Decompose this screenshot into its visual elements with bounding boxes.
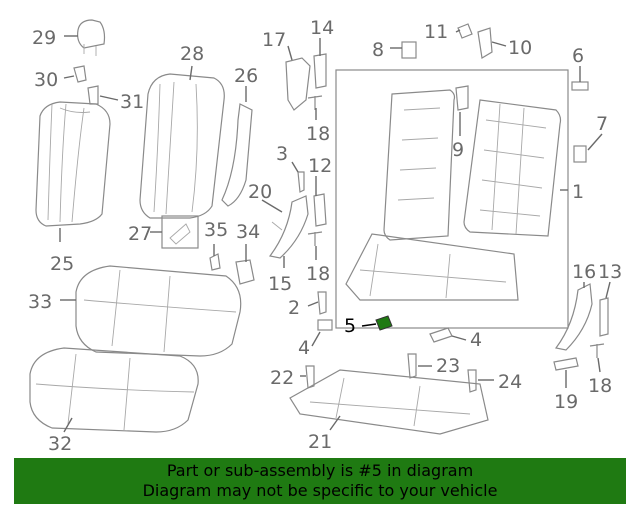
- callout-24: 24: [498, 371, 522, 393]
- callout-25: 25: [50, 253, 74, 275]
- part-pad-19: [553, 357, 579, 371]
- part-cap-6: [571, 81, 589, 91]
- callout-14: 14: [310, 17, 334, 39]
- part-latch-9: [455, 85, 469, 111]
- callout-12: 12: [308, 155, 332, 177]
- part-bolt-22: [305, 365, 315, 389]
- callout-10: 10: [508, 37, 532, 59]
- part-bolt-18-mid: [307, 231, 323, 246]
- callout-18-top: 18: [306, 123, 330, 145]
- callout-8: 8: [372, 39, 384, 61]
- part-seat-cushion-pad: [29, 347, 199, 433]
- callout-11: 11: [424, 21, 448, 43]
- part-latch-27: [161, 215, 199, 249]
- part-bolt-2: [317, 291, 327, 315]
- part-headrest-guide-30: [73, 65, 87, 83]
- callout-4-left: 4: [298, 337, 310, 359]
- part-underbody-panel-21: [289, 369, 489, 435]
- callout-17: 17: [262, 29, 286, 51]
- callout-30: 30: [34, 69, 58, 91]
- part-bracket-13: [599, 297, 609, 337]
- part-side-cover-15: [268, 195, 309, 259]
- callout-33: 33: [28, 291, 52, 313]
- callout-28: 28: [180, 43, 204, 65]
- part-trim-panel-26: [221, 103, 253, 207]
- callout-19: 19: [554, 391, 578, 413]
- callout-1: 1: [572, 181, 584, 203]
- part-bracket-14: [313, 53, 327, 89]
- callout-32: 32: [48, 433, 72, 455]
- callout-15: 15: [268, 273, 292, 295]
- callout-27: 27: [128, 223, 152, 245]
- leader-lines: [59, 29, 611, 433]
- callout-22: 22: [270, 367, 294, 389]
- callout-13: 13: [598, 261, 622, 283]
- part-clip-8: [401, 41, 417, 59]
- callout-21: 21: [308, 431, 332, 453]
- part-bracket-10: [477, 27, 493, 59]
- part-seat-back-pad: [139, 73, 225, 219]
- callout-5-highlighted[interactable]: 5: [344, 315, 356, 337]
- callout-35: 35: [204, 219, 228, 241]
- part-clip-11: [457, 23, 473, 39]
- part-bolt-18-top: [307, 95, 323, 110]
- part-spacer-4-right: [429, 327, 453, 343]
- part-seat-back-panel-9: [383, 89, 456, 241]
- part-bolt-18-right: [589, 343, 605, 358]
- part-seat-frame-base: [345, 233, 519, 301]
- callout-7: 7: [596, 113, 608, 135]
- part-hinge-cover-17: [285, 57, 311, 111]
- callout-3: 3: [276, 143, 288, 165]
- part-spacer-4-left: [317, 319, 333, 331]
- part-seat-back-frame-1: [463, 99, 562, 237]
- part-bracket-12: [313, 193, 327, 227]
- callout-26: 26: [234, 65, 258, 87]
- callout-31: 31: [120, 91, 144, 113]
- part-side-trim-16: [554, 283, 593, 351]
- part-latch-7: [573, 145, 587, 163]
- callout-4-right: 4: [470, 329, 482, 351]
- part-bolt-23: [407, 353, 417, 379]
- part-headrest-guide-31: [87, 85, 99, 105]
- info-banner: Part or sub-assembly is #5 in diagram Di…: [14, 458, 626, 504]
- callout-9: 9: [452, 139, 464, 161]
- part-bolt-24: [467, 369, 477, 393]
- callout-34: 34: [236, 221, 260, 243]
- banner-line-part-number: Part or sub-assembly is #5 in diagram: [166, 461, 474, 480]
- assembly-frame: [335, 69, 569, 329]
- part-5-highlighted[interactable]: [375, 315, 393, 331]
- callout-20: 20: [248, 181, 272, 203]
- callout-23: 23: [436, 355, 460, 377]
- part-clip-35: [209, 253, 221, 271]
- callout-18-right: 18: [588, 375, 612, 397]
- part-seat-cushion-cover: [75, 265, 242, 357]
- part-bezel-34: [235, 259, 255, 285]
- callout-2: 2: [288, 297, 300, 319]
- callout-16: 16: [572, 261, 596, 283]
- banner-line-disclaimer: Diagram may not be specific to your vehi…: [142, 481, 498, 500]
- part-seat-back-cover: [35, 101, 111, 227]
- callout-18-mid: 18: [306, 263, 330, 285]
- part-headrest: [77, 19, 106, 56]
- callout-6: 6: [572, 45, 584, 67]
- callout-29: 29: [32, 27, 56, 49]
- part-bolt-3: [297, 171, 305, 193]
